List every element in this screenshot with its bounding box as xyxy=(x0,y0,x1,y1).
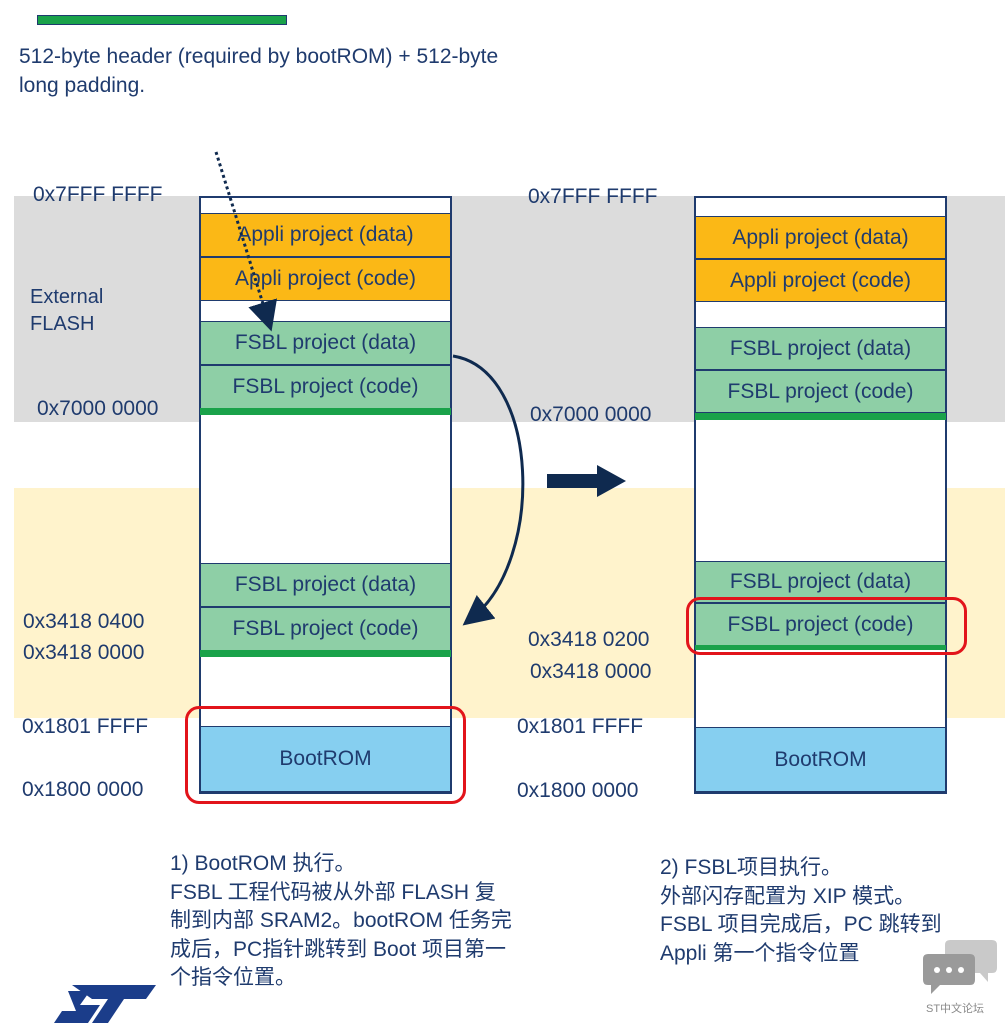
right-addr-rom-base: 0x1800 0000 xyxy=(517,779,639,802)
left-addr-sram-base: 0x3418 0000 xyxy=(23,641,145,664)
right-appli-data-block: Appli project (data) xyxy=(695,216,946,259)
legend-header-bar xyxy=(37,15,287,25)
right-appli-code-block: Appli project (code) xyxy=(695,259,946,302)
right-fsbl-code-block: FSBL project (code) xyxy=(695,370,946,413)
right-addr-rom-top: 0x1801 FFFF xyxy=(517,715,644,738)
watermark-text: ST中文论坛 xyxy=(926,1003,985,1015)
right-sram-fsbl-code-block: FSBL project (code) xyxy=(695,603,946,646)
copy-arrow xyxy=(452,354,525,626)
chat-bubbles-icon xyxy=(922,938,998,996)
legend-pointer-arrow xyxy=(214,151,278,332)
step2-note: 2) FSBL项目执行。 外部闪存配置为 XIP 模式。 FSBL 项目完成后，… xyxy=(660,856,942,965)
right-fsbl-code-highlight xyxy=(686,597,967,655)
left-bootrom-block: BootROM xyxy=(200,726,451,792)
left-fsbl-code-block: FSBL project (code) xyxy=(200,365,451,409)
left-addr-sram-code: 0x3418 0400 xyxy=(23,610,145,633)
step1-note: 1) BootROM 执行。 FSBL 工程代码被从外部 FLASH 复 制到内… xyxy=(170,852,512,990)
left-addr-flash-top: 0x7FFF FFFF xyxy=(33,183,163,206)
st-logo-icon xyxy=(50,985,160,1023)
left-addr-flash-base: 0x7000 0000 xyxy=(37,397,159,420)
right-addr-sram-code: 0x3418 0200 xyxy=(528,628,650,651)
left-addr-rom-top: 0x1801 FFFF xyxy=(22,715,149,738)
right-fsbl-data-block: FSBL project (data) xyxy=(695,327,946,370)
left-sram-header-line xyxy=(200,650,451,657)
right-bootrom-block: BootROM xyxy=(695,727,946,792)
legend-text: 512-byte header (required by bootROM) + … xyxy=(19,45,499,97)
right-sram-header-line xyxy=(695,645,946,650)
left-sram-fsbl-data-block: FSBL project (data) xyxy=(200,563,451,607)
left-fsbl-data-block: FSBL project (data) xyxy=(200,321,451,365)
right-addr-flash-top: 0x7FFF FFFF xyxy=(528,185,658,208)
left-addr-rom-base: 0x1800 0000 xyxy=(22,778,144,801)
step-transition-arrow xyxy=(547,465,626,497)
right-sram-fsbl-data-block: FSBL project (data) xyxy=(695,561,946,603)
right-addr-sram-base: 0x3418 0000 xyxy=(530,660,652,683)
right-flash-header-line xyxy=(695,413,946,420)
left-appli-code-block: Appli project (code) xyxy=(200,257,451,301)
external-flash-label: External FLASH xyxy=(30,286,104,335)
left-bootrom-highlight xyxy=(185,706,466,804)
left-flash-header-line xyxy=(200,408,451,415)
right-addr-flash-base: 0x7000 0000 xyxy=(530,403,652,426)
